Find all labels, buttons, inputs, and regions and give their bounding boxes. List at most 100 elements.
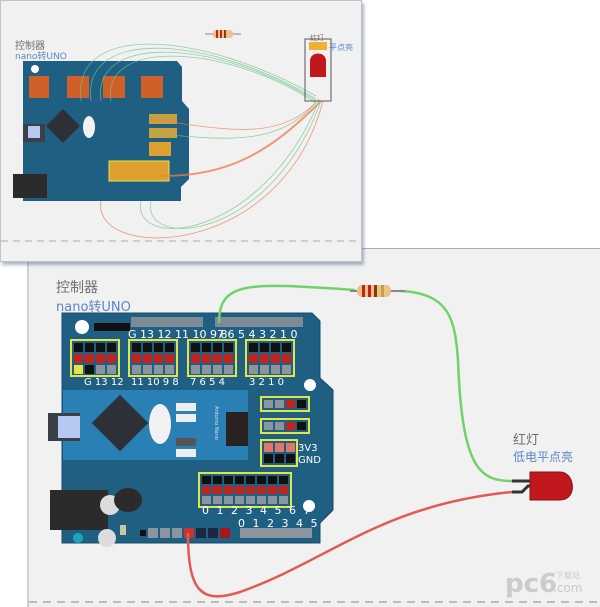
- analog-pin[interactable]: [246, 486, 255, 494]
- pin[interactable]: [282, 343, 291, 352]
- sensor-pin-blocks[interactable]: [70, 339, 295, 377]
- wire-red[interactable]: [186, 490, 513, 598]
- led-subtitle: 低电平点亮: [513, 450, 574, 464]
- pin[interactable]: [224, 343, 233, 352]
- pin[interactable]: [191, 343, 200, 352]
- analog-pin[interactable]: [213, 496, 222, 504]
- analog-pin[interactable]: [257, 476, 266, 484]
- analog-pin[interactable]: [213, 476, 222, 484]
- pin[interactable]: [191, 354, 200, 363]
- pin[interactable]: [96, 343, 105, 352]
- pin[interactable]: [74, 354, 83, 363]
- pin[interactable]: [249, 354, 258, 363]
- pin[interactable]: [202, 343, 211, 352]
- analog-pin[interactable]: [279, 486, 288, 494]
- pin[interactable]: [202, 354, 211, 363]
- pin[interactable]: [213, 365, 222, 374]
- pin[interactable]: [107, 365, 116, 374]
- pin[interactable]: [249, 365, 258, 374]
- pin[interactable]: [85, 354, 94, 363]
- analog-pin[interactable]: [224, 476, 233, 484]
- analog-pin[interactable]: [224, 496, 233, 504]
- pin-block[interactable]: [70, 339, 120, 377]
- analog-pin[interactable]: [246, 476, 255, 484]
- pin[interactable]: [85, 343, 94, 352]
- pin[interactable]: [154, 365, 163, 374]
- pin[interactable]: [191, 365, 200, 374]
- wire-green-led[interactable]: [399, 289, 516, 483]
- pin[interactable]: [143, 365, 152, 374]
- uart-header[interactable]: [260, 396, 310, 412]
- analog-pin[interactable]: [235, 476, 244, 484]
- analog-pin[interactable]: [213, 486, 222, 494]
- pin[interactable]: [74, 365, 83, 374]
- analog-pin[interactable]: [257, 496, 266, 504]
- analog-pin[interactable]: [202, 496, 211, 504]
- pin[interactable]: [282, 365, 291, 374]
- controller-board[interactable]: G 13 12 11 10 9 8 7 6 5 4 3 2 1 0 G 13 1…: [48, 312, 334, 547]
- pin[interactable]: [96, 365, 105, 374]
- pin[interactable]: [154, 354, 163, 363]
- svg-text:pc6: pc6: [505, 569, 557, 599]
- pin[interactable]: [132, 365, 141, 374]
- block-label: 7 6 5 4: [190, 377, 225, 388]
- analog-pin-block[interactable]: [198, 472, 292, 508]
- analog-pin[interactable]: [202, 476, 211, 484]
- analog-pin[interactable]: [268, 476, 277, 484]
- pin[interactable]: [96, 354, 105, 363]
- pin[interactable]: [282, 354, 291, 363]
- pin[interactable]: [213, 354, 222, 363]
- pin[interactable]: [271, 343, 280, 352]
- red-led[interactable]: [512, 471, 573, 501]
- resistor[interactable]: [350, 285, 405, 297]
- mount-hole: [303, 500, 315, 512]
- pin[interactable]: [260, 343, 269, 352]
- analog-pin[interactable]: [246, 496, 255, 504]
- analog-pin[interactable]: [202, 486, 211, 494]
- pin[interactable]: [224, 365, 233, 374]
- pin[interactable]: [85, 365, 94, 374]
- pin-block[interactable]: [187, 339, 237, 377]
- pin[interactable]: [132, 354, 141, 363]
- pin[interactable]: [143, 354, 152, 363]
- pin[interactable]: [143, 343, 152, 352]
- pin[interactable]: [165, 343, 174, 352]
- block-label: 3 2 1 0: [249, 377, 284, 388]
- pin-block[interactable]: [128, 339, 178, 377]
- pin[interactable]: [249, 343, 258, 352]
- analog-pin[interactable]: [268, 486, 277, 494]
- i2c-header[interactable]: [260, 418, 310, 434]
- analog-pin[interactable]: [257, 486, 266, 494]
- icsp-header: [226, 412, 248, 446]
- preview-popup[interactable]: 控制器 nano转UNO 红灯 平点亮: [0, 0, 362, 262]
- pin[interactable]: [213, 343, 222, 352]
- analog-pin[interactable]: [235, 486, 244, 494]
- wire-green[interactable]: [217, 284, 356, 324]
- pin[interactable]: [271, 354, 280, 363]
- power-header[interactable]: [260, 439, 298, 467]
- usb-port: [58, 416, 80, 438]
- analog-pin[interactable]: [224, 486, 233, 494]
- pin[interactable]: [132, 343, 141, 352]
- pin[interactable]: [260, 354, 269, 363]
- analog-pin[interactable]: [279, 496, 288, 504]
- pin[interactable]: [74, 343, 83, 352]
- header-pins-left: [131, 317, 203, 327]
- pin[interactable]: [271, 365, 280, 374]
- analog-label-bottom: 0 1 2 3 4 5: [238, 517, 319, 530]
- pin[interactable]: [107, 354, 116, 363]
- pin[interactable]: [154, 343, 163, 352]
- pin[interactable]: [165, 365, 174, 374]
- pin[interactable]: [107, 343, 116, 352]
- pin[interactable]: [165, 354, 174, 363]
- pin[interactable]: [260, 365, 269, 374]
- analog-pin[interactable]: [235, 496, 244, 504]
- analog-pin[interactable]: [279, 476, 288, 484]
- power-pin-header[interactable]: [140, 528, 312, 538]
- pin[interactable]: [224, 354, 233, 363]
- arduino-nano[interactable]: Arduino Nano: [48, 390, 248, 460]
- pin-block[interactable]: [245, 339, 295, 377]
- digital-header[interactable]: [94, 317, 303, 331]
- analog-pin[interactable]: [268, 496, 277, 504]
- pin[interactable]: [202, 365, 211, 374]
